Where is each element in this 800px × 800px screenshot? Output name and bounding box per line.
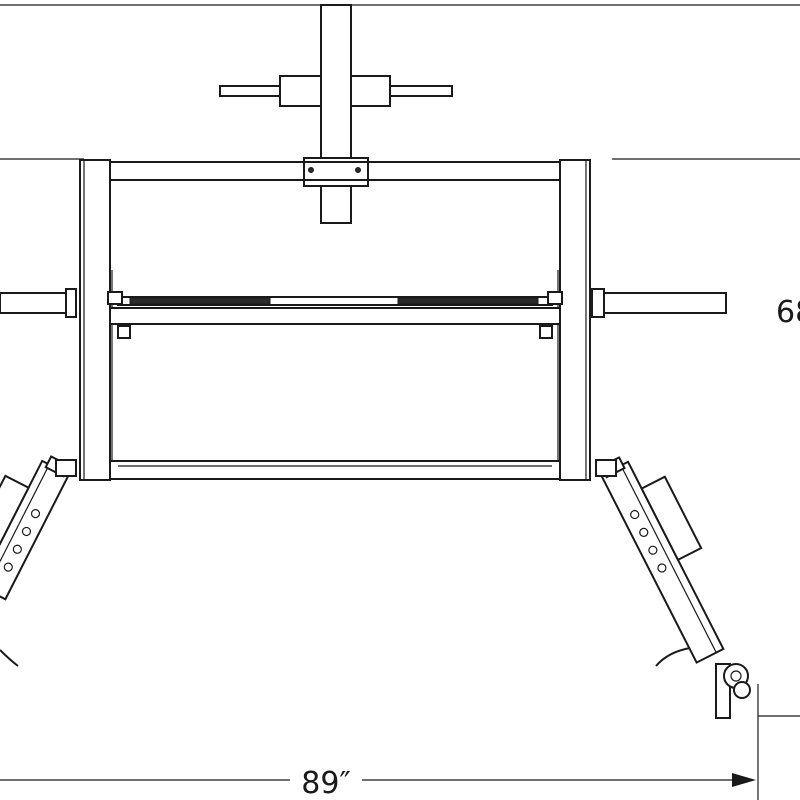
left-arm-pad <box>0 474 30 561</box>
right-arm-roller-small <box>733 681 751 699</box>
height-dimension-label: 68 <box>776 295 800 330</box>
barbell-sleeve-right <box>603 292 727 314</box>
barbell-sleeve-left <box>0 292 67 314</box>
right-arm-handle <box>655 647 691 667</box>
right-arm-hole-3 <box>648 545 658 555</box>
left-arm-hole-3 <box>12 544 22 554</box>
right-spotter-arm <box>599 456 725 664</box>
right-arm-hole-1 <box>630 509 640 520</box>
bottom-crossmember <box>109 460 561 480</box>
left-arm-channel-edge <box>0 464 50 590</box>
barbell-collar-left <box>65 288 77 318</box>
right-arm-hole-4 <box>657 563 667 573</box>
knurling-right <box>397 297 539 305</box>
bracket-bolt-left <box>308 167 314 173</box>
barbell <box>0 288 727 339</box>
main-frame <box>79 159 591 481</box>
width-dimension-label: 89″ <box>301 766 350 800</box>
center-post <box>320 4 352 224</box>
j-hook-right-bottom <box>539 325 553 339</box>
width-dimension: 89″ <box>0 684 759 800</box>
j-hook-left-bottom <box>117 325 131 339</box>
right-arm-bracket <box>595 459 617 477</box>
left-arm-hole-4 <box>3 562 13 572</box>
left-arm-bracket <box>55 459 77 477</box>
left-arm-handle <box>0 649 19 667</box>
j-hook-bar <box>109 307 561 325</box>
right-arm-hole-2 <box>639 527 649 537</box>
right-arm-channel-edge <box>620 465 717 653</box>
top-center-attachment <box>219 4 453 224</box>
left-arm-hole-2 <box>21 526 32 537</box>
knurling-left <box>129 297 271 305</box>
left-arm-hole-1 <box>30 509 41 519</box>
barbell-collar-right <box>591 288 605 318</box>
right-arm-roller-hub <box>730 670 742 682</box>
width-arrowhead <box>732 773 756 787</box>
j-hook-left-top <box>107 291 123 305</box>
bracket-bolt-right <box>355 167 361 173</box>
right-upright <box>559 159 591 481</box>
j-hook-right-top <box>547 291 563 305</box>
right-arm-pad <box>640 475 703 562</box>
